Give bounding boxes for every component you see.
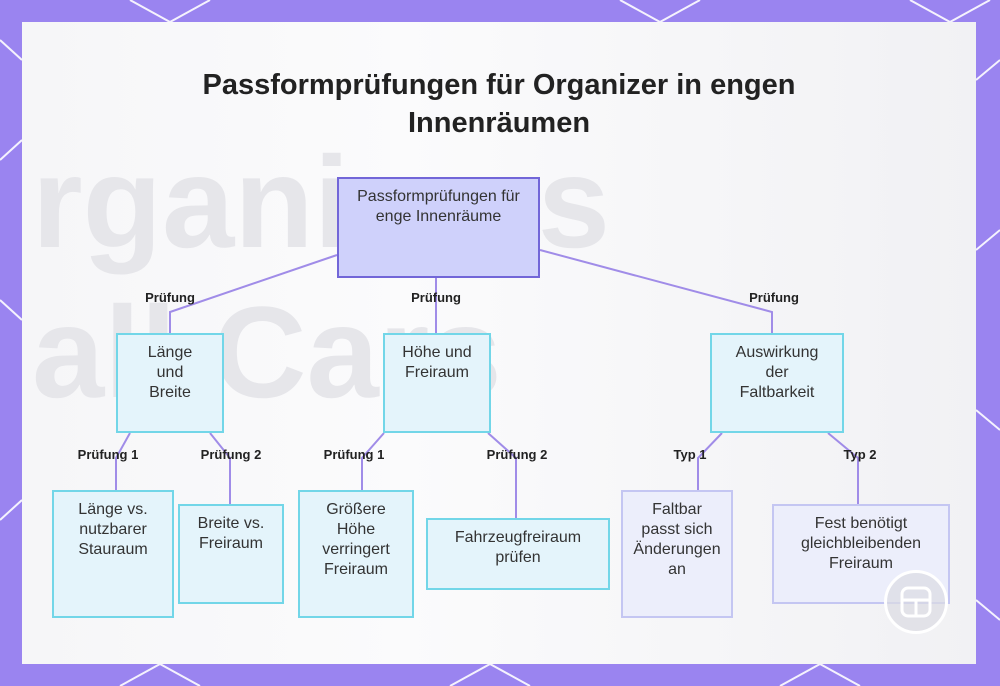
connector-length-to-child1 xyxy=(115,432,131,490)
node-foldability-label: Auswirkung der Faltbarkeit xyxy=(735,344,819,401)
grid-logo-icon xyxy=(900,586,932,618)
node-length-width-label: Länge und Breite xyxy=(147,344,193,401)
node-foldability[interactable]: Auswirkung der Faltbarkeit xyxy=(710,333,844,433)
node-foldable-adapts-label: Faltbar passt sich Änderungen an xyxy=(633,501,721,578)
node-foldable-adapts[interactable]: Faltbar passt sich Änderungen an xyxy=(621,490,733,618)
node-width-vs-clearance[interactable]: Breite vs. Freiraum xyxy=(178,504,284,604)
connector-root-to-length xyxy=(169,254,338,334)
node-height-clearance[interactable]: Höhe und Freiraum xyxy=(383,333,491,433)
edge-label-length: Prüfung xyxy=(145,290,195,305)
connector-height-to-child1 xyxy=(361,432,385,490)
edge-label-length-check1: Prüfung 1 xyxy=(77,447,139,462)
node-length-vs-storage-label: Länge vs. nutzbarer Stauraum xyxy=(78,501,148,558)
edge-label-length-check2: Prüfung 2 xyxy=(200,447,262,462)
connector-lines xyxy=(115,249,859,518)
root-node-label: Passformprüfungen für enge Innenräume xyxy=(357,188,520,225)
connector-foldability-to-child2 xyxy=(827,432,859,504)
connector-foldability-to-child1 xyxy=(697,432,723,490)
brand-logo-icon xyxy=(884,570,948,634)
content-panel: rganizers all Cars Passformprüfungen für… xyxy=(22,22,976,664)
node-length-vs-storage[interactable]: Länge vs. nutzbarer Stauraum xyxy=(52,490,174,618)
node-length-width[interactable]: Länge und Breite xyxy=(116,333,224,433)
edge-label-height-check1: Prüfung 1 xyxy=(323,447,385,462)
page-title: Passformprüfungen für Organizer in engen… xyxy=(202,69,796,139)
edge-label-foldability: Prüfung xyxy=(749,290,799,305)
node-height-reduces-clearance[interactable]: Größere Höhe verringert Freiraum xyxy=(298,490,414,618)
edge-label-height: Prüfung xyxy=(411,290,461,305)
edge-label-height-check2: Prüfung 2 xyxy=(486,447,548,462)
node-width-vs-clearance-label: Breite vs. Freiraum xyxy=(197,515,265,552)
connector-length-to-child2 xyxy=(209,432,231,504)
node-check-vehicle-clearance[interactable]: Fahrzeugfreiraum prüfen xyxy=(426,518,610,590)
node-height-clearance-label: Höhe und Freiraum xyxy=(402,344,472,381)
edge-label-fold-type1: Typ 1 xyxy=(673,447,707,462)
node-height-reduces-clearance-label: Größere Höhe verringert Freiraum xyxy=(322,501,390,578)
connector-height-to-child2 xyxy=(487,432,517,518)
connector-root-to-foldability xyxy=(539,249,773,334)
node-fixed-needs-clearance-label: Fest benötigt gleichbleibenden Freiraum xyxy=(800,515,922,572)
edge-label-fold-type2: Typ 2 xyxy=(843,447,877,462)
node-check-vehicle-clearance-label: Fahrzeugfreiraum prüfen xyxy=(454,529,582,566)
root-node[interactable]: Passformprüfungen für enge Innenräume xyxy=(337,177,540,278)
